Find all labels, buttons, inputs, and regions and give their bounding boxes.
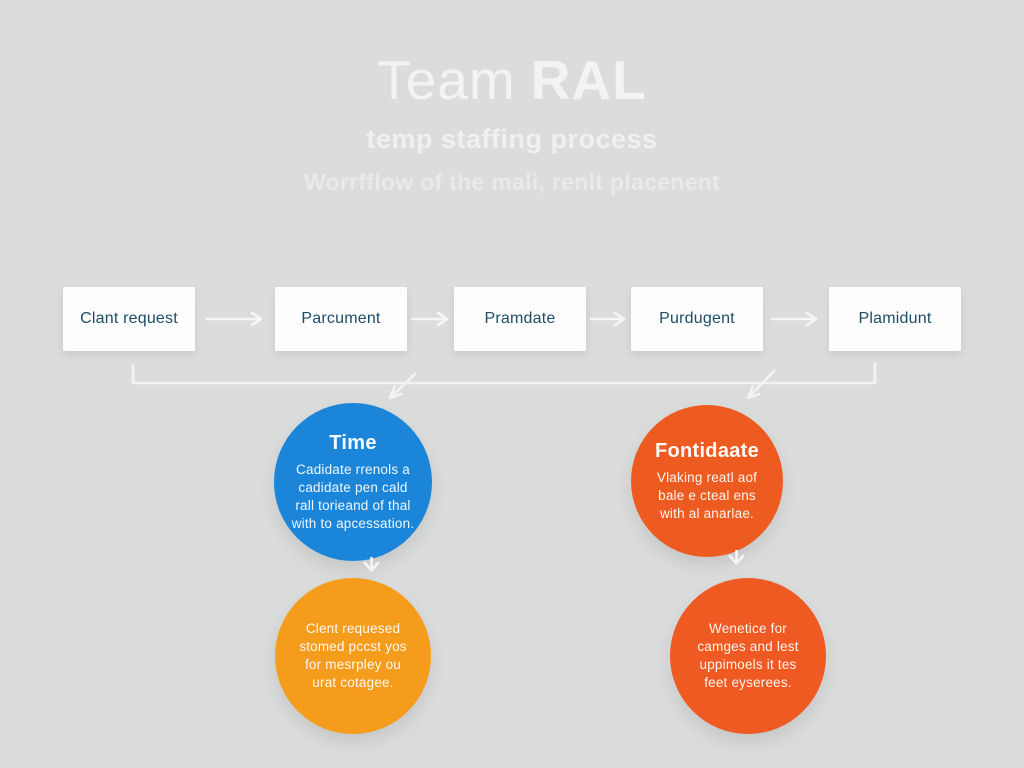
process-step-1-label: Clant request — [80, 310, 178, 327]
bubble-client-request: Clent requesed stomed pccst yos for mesr… — [275, 578, 431, 734]
process-step-3-label: Pramdate — [484, 310, 556, 327]
down-arrow-icon — [363, 557, 380, 572]
process-step-2: Parcument — [275, 287, 407, 351]
bubble-client-request-line: urat cotagee. — [312, 675, 394, 690]
bubble-time: Time Cadidate rrenols a cadidate pen cal… — [274, 403, 432, 561]
page-title-light: Team — [377, 49, 516, 111]
page-title-bold: RAL — [530, 49, 647, 111]
bubble-fontidaate: Fontidaate Vlaking reatl aof bale e ctea… — [631, 405, 783, 557]
process-step-2-label: Parcument — [301, 310, 381, 327]
process-step-4-label: Purdugent — [659, 310, 735, 327]
bubble-time-line: cadidate pen cald — [298, 479, 408, 495]
bubble-wenetice-line: feet eyserees. — [704, 675, 792, 690]
bubble-wenetice-line: Wenetice for — [709, 621, 787, 636]
process-step-5: Plamidunt — [829, 287, 961, 351]
process-step-3: Pramdate — [454, 287, 586, 351]
bubble-fontidaate-line: with al anarlae. — [659, 505, 754, 521]
bubble-wenetice-line: uppimoels it tes — [699, 657, 797, 672]
bubble-fontidaate-line: bale e cteal ens — [658, 487, 756, 503]
bubble-wenetice: Wenetice for camges and lest uppimoels i… — [670, 578, 826, 734]
bubble-fontidaate-title: Fontidaate — [654, 439, 760, 462]
right-arrow-icon — [206, 311, 263, 327]
bubble-fontidaate-line: Vlaking reatl aof — [656, 469, 758, 485]
process-step-5-label: Plamidunt — [858, 310, 932, 327]
bubble-client-request-line: Clent requesed — [305, 621, 401, 636]
bubble-client-request-line: stomed pccst yos — [299, 639, 407, 654]
bubble-time-line: with to apcessation. — [291, 515, 415, 531]
page-tagline: Worrfflow of the mali, renlt placenent — [303, 169, 721, 195]
right-arrow-icon — [771, 311, 818, 327]
down-arrow-icon — [728, 550, 745, 565]
bubble-time-title: Time — [329, 431, 377, 454]
process-step-4: Purdugent — [631, 287, 763, 351]
bubble-wenetice-line: camges and lest — [697, 639, 799, 654]
page-subtitle: temp staffing process — [366, 124, 658, 154]
right-arrow-icon — [590, 311, 626, 327]
bubble-client-request-line: for mesrpley ou — [304, 657, 402, 672]
right-arrow-icon — [411, 311, 449, 327]
bracket-connector-line — [131, 362, 877, 400]
process-step-1: Clant request — [63, 287, 195, 351]
bubble-time-line: rall torieand of thal — [295, 497, 411, 513]
bubble-time-line: Cadidate rrenols a — [296, 461, 410, 477]
